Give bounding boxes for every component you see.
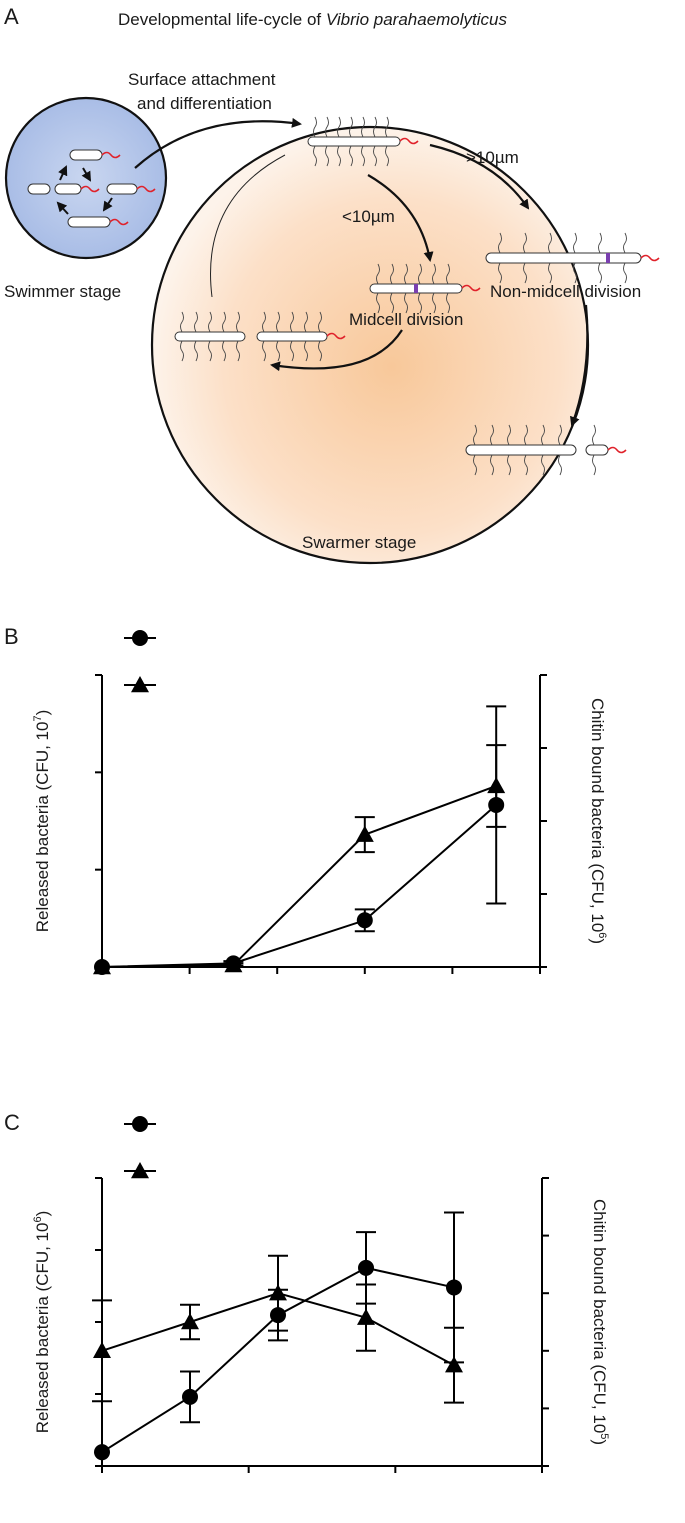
left-y-axis-label: Released bacteria (CFU, 106) xyxy=(32,1211,52,1434)
swimmer-cycle-arrows xyxy=(56,165,113,215)
swarmer-stage-circle xyxy=(150,125,590,565)
data-point-triangle xyxy=(357,1308,375,1325)
legend-marker xyxy=(131,676,149,693)
left-y-axis-label-close: ) xyxy=(33,1211,52,1217)
nonmidcell-down-arrow xyxy=(570,304,589,427)
series-line-triangle xyxy=(101,785,497,968)
midcell-return-arrow xyxy=(270,329,403,372)
gt-10um-label: >10µm xyxy=(466,148,519,167)
right-y-axis-label: Chitin bound bacteria (CFU, 106) xyxy=(588,698,608,944)
right-y-axis-label-exp: 6 xyxy=(596,932,608,938)
data-point-circle xyxy=(356,912,373,929)
swimmer-stage-label: Swimmer stage xyxy=(4,282,121,301)
data-point-circle xyxy=(94,1444,110,1461)
attach-arrow xyxy=(134,117,302,169)
legend-marker xyxy=(132,630,148,646)
legend-marker xyxy=(131,1162,149,1179)
nonmidcell-daughters xyxy=(465,424,627,476)
midcell-division-label: Midcell division xyxy=(349,310,463,329)
long-swarmer-cell xyxy=(485,232,660,284)
right-y-axis-label-text: Chitin bound bacteria (CFU, 10 xyxy=(590,1199,609,1433)
data-point-triangle xyxy=(445,1356,463,1373)
left-y-axis-label-exp: 6 xyxy=(32,1216,44,1222)
left-y-axis-label-text: Released bacteria (CFU, 10 xyxy=(33,722,52,933)
left-y-axis-label: Released bacteria (CFU, 107) xyxy=(32,710,52,933)
data-point-triangle xyxy=(93,958,111,975)
data-point-circle xyxy=(358,1259,374,1276)
data-point-triangle xyxy=(269,1284,287,1301)
data-point-triangle xyxy=(355,825,374,842)
data-point-triangle xyxy=(487,776,506,794)
legend-marker xyxy=(132,1116,148,1132)
data-point-circle xyxy=(446,1279,462,1296)
daughter-cells xyxy=(174,311,346,362)
swarmer-cell-top xyxy=(307,116,419,167)
attach-label-line2: and differentiation xyxy=(137,94,272,113)
swarmer-stage-label: Swarmer stage xyxy=(302,533,416,552)
data-point-circle xyxy=(182,1388,198,1405)
data-point-triangle xyxy=(224,956,243,973)
panel-a: A Developmental life-cycle of Vibrio par… xyxy=(4,4,660,565)
panel-b: B Released bacteria (CFU, 107)Chitin bou… xyxy=(4,624,608,975)
panel-a-letter: A xyxy=(4,4,19,29)
left-y-axis-label-close: ) xyxy=(33,710,52,716)
gt-10um-arrow xyxy=(429,143,530,210)
panel-c-letter: C xyxy=(4,1110,20,1135)
right-y-axis-label-close: ) xyxy=(588,938,607,944)
left-y-axis-label-text: Released bacteria (CFU, 10 xyxy=(33,1223,52,1434)
swimmer-cells xyxy=(27,149,156,228)
right-y-axis-label-close: ) xyxy=(590,1439,609,1445)
thin-return-line xyxy=(210,154,286,298)
data-point-triangle xyxy=(181,1313,199,1330)
midcell-swarmer-cell xyxy=(369,263,481,314)
panel-a-title: Developmental life-cycle of Vibrio parah… xyxy=(118,10,507,29)
right-y-axis-label-exp: 5 xyxy=(598,1433,610,1439)
non-midcell-division-label: Non-midcell division xyxy=(490,282,641,301)
right-y-axis-label-text: Chitin bound bacteria (CFU, 10 xyxy=(588,698,607,932)
lt-10um-arrow xyxy=(367,174,434,262)
attach-label-line1: Surface attachment xyxy=(128,70,276,89)
panel-b-letter: B xyxy=(4,624,19,649)
data-point-triangle xyxy=(93,1341,111,1358)
left-y-axis-label-exp: 7 xyxy=(32,715,44,721)
series-line-circle xyxy=(101,804,497,968)
panel-c: C Released bacteria (CFU, 106)Chitin bou… xyxy=(4,1110,610,1473)
right-y-axis-label: Chitin bound bacteria (CFU, 105) xyxy=(590,1199,610,1445)
lt-10um-label: <10µm xyxy=(342,207,395,226)
swimmer-stage-circle xyxy=(4,96,168,260)
